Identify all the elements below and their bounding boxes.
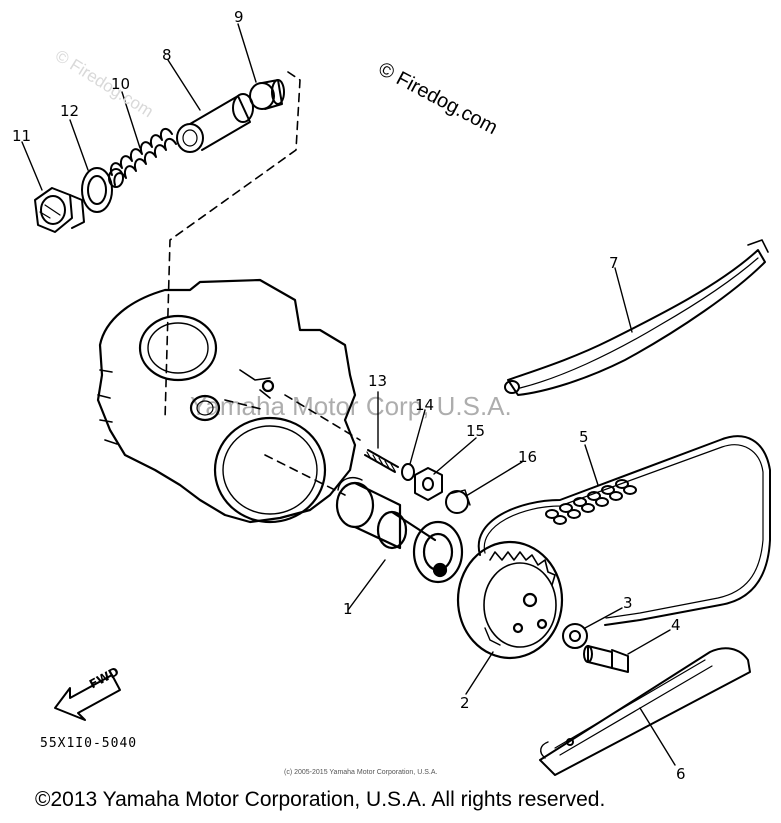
dome-cap-part-16 (445, 489, 471, 514)
cap-part-9 (249, 79, 285, 110)
gasket-part-12 (81, 167, 113, 213)
sleeve-part-8 (176, 93, 254, 153)
chain-guide-part-6 (539, 647, 751, 776)
spring-part-10 (108, 127, 177, 188)
callout-2: 2 (460, 694, 470, 712)
washer-part-3 (562, 623, 588, 649)
callout-14: 14 (415, 396, 435, 414)
callout-16: 16 (518, 448, 538, 466)
nut-part-15 (414, 467, 443, 501)
cam-chain-part-5 (477, 435, 771, 626)
explode-lines (164, 71, 361, 496)
bolt-part-4 (583, 645, 629, 673)
callout-5: 5 (579, 428, 589, 446)
leader-lines (21, 23, 676, 766)
chain-links (545, 479, 637, 525)
callout-1: 1 (343, 600, 353, 618)
copyright-footer: ©2013 Yamaha Motor Corporation, U.S.A. A… (35, 788, 606, 811)
tensioner-guide-part-7 (504, 239, 769, 396)
callout-4: 4 (671, 616, 681, 634)
callout-3: 3 (623, 594, 633, 612)
callout-11: 11 (12, 127, 32, 145)
callout-6: 6 (676, 765, 686, 783)
callout-8: 8 (162, 46, 172, 64)
callout-7: 7 (609, 254, 619, 272)
o-ring-part-14 (401, 463, 415, 481)
cap-nut-part-11 (34, 187, 85, 233)
callout-12: 12 (60, 102, 80, 120)
cylinder-head (96, 278, 357, 524)
callout-13: 13 (368, 372, 388, 390)
copyright-small: (c) 2005-2015 Yamaha Motor Corporation, … (284, 769, 438, 776)
callout-10: 10 (111, 75, 131, 93)
camshaft-part-1 (335, 477, 464, 584)
fwd-arrow (54, 674, 121, 721)
callout-15: 15 (466, 422, 486, 440)
cam-sprocket-part-2 (456, 540, 564, 660)
callout-9: 9 (234, 8, 244, 26)
diagram-code: 55X1I0-5040 (40, 736, 138, 751)
stud-part-13 (364, 449, 399, 473)
yamaha-watermark: Yamaha Motor Corp, U.S.A. (190, 391, 512, 421)
